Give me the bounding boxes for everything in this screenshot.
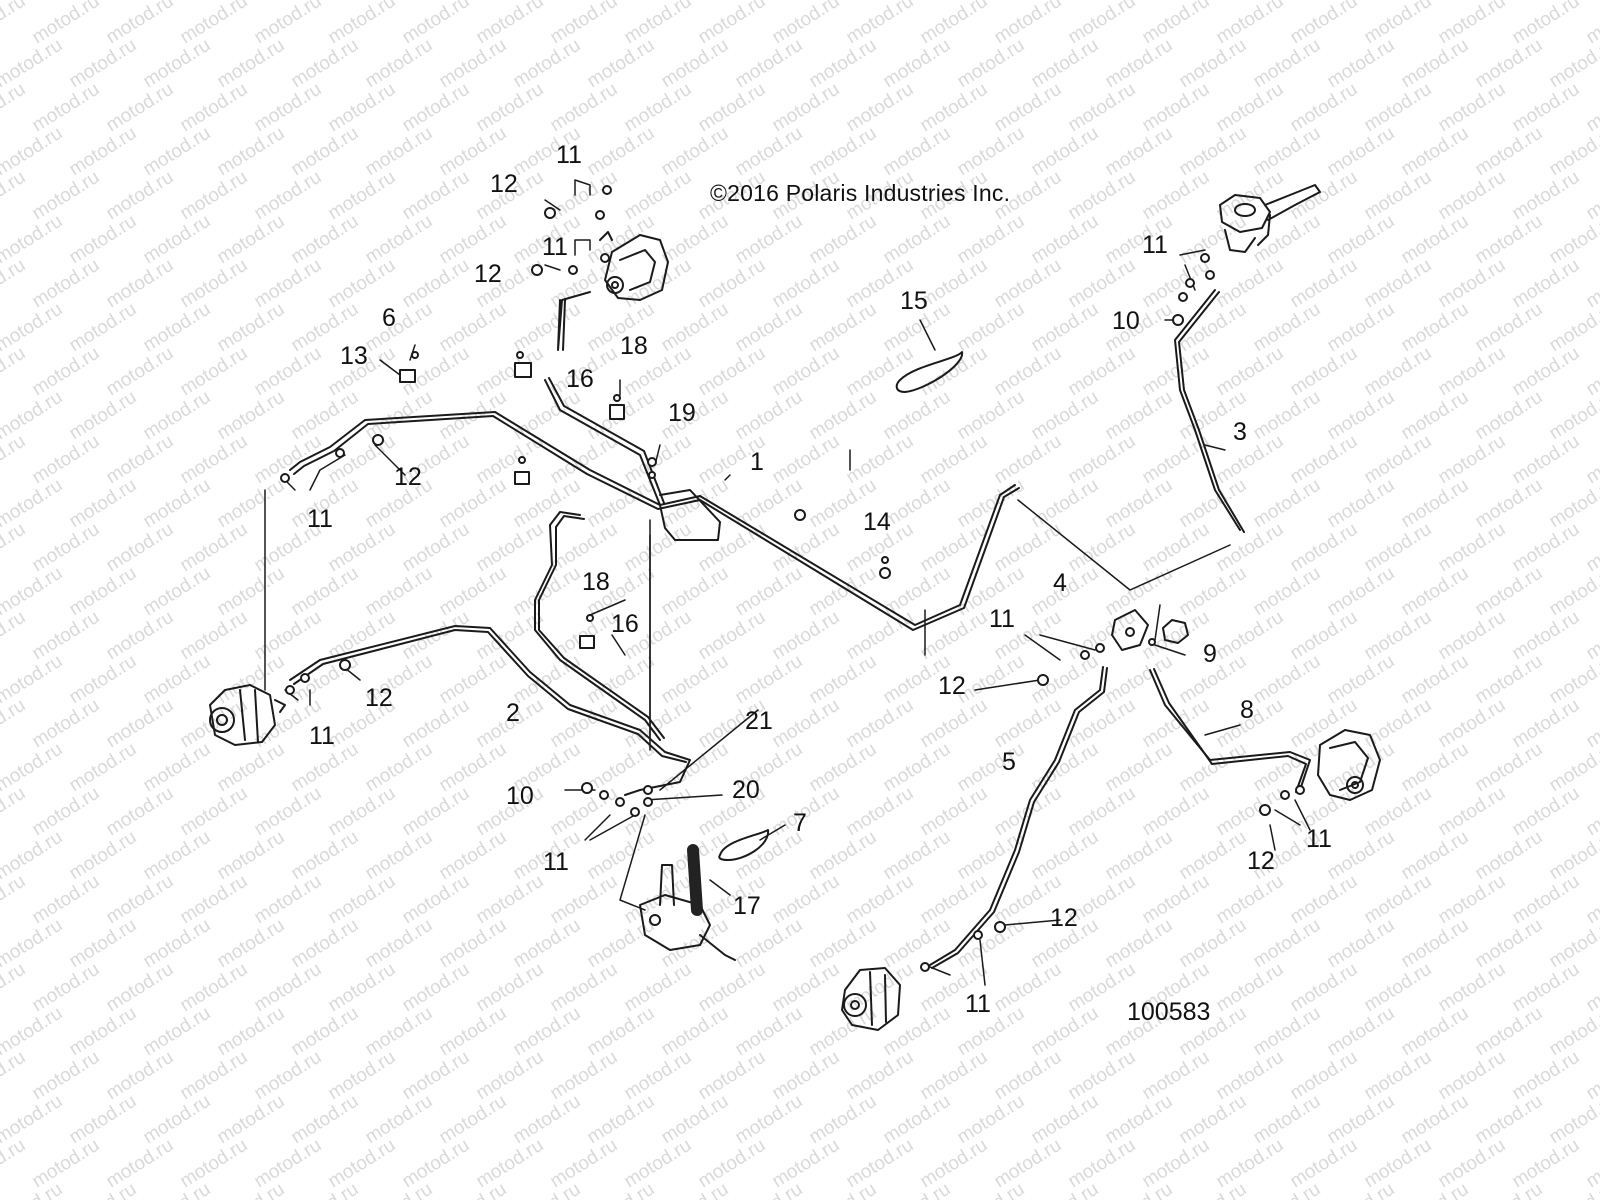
callout-12: 12 xyxy=(1050,904,1078,932)
callout-12: 12 xyxy=(474,260,502,288)
callout-17: 17 xyxy=(733,892,761,920)
caliper-bottom xyxy=(841,967,901,1031)
callout-15: 15 xyxy=(900,287,928,315)
brake-line-5 xyxy=(929,666,1108,969)
callout-11: 11 xyxy=(1306,825,1332,853)
callout-21: 21 xyxy=(745,707,773,735)
callout-10: 10 xyxy=(506,782,534,810)
callout-19: 19 xyxy=(668,399,696,427)
callout-13: 13 xyxy=(340,342,368,370)
hose-17 xyxy=(687,844,703,916)
master-cylinder-lever xyxy=(1219,184,1321,253)
callout-6: 6 xyxy=(382,304,396,332)
copyright-text: ©2016 Polaris Industries Inc. xyxy=(710,180,1011,206)
callout-16: 16 xyxy=(611,610,639,638)
callout-18: 18 xyxy=(620,332,648,360)
callout-11: 11 xyxy=(543,848,569,876)
callout-12: 12 xyxy=(490,170,518,198)
callout-7: 7 xyxy=(793,809,807,837)
callout-4: 4 xyxy=(1053,569,1067,597)
fitting-9 xyxy=(1162,619,1189,644)
brake-line-upper-branch xyxy=(544,291,665,506)
callout-10: 10 xyxy=(1112,307,1140,335)
callout-11: 11 xyxy=(989,605,1015,633)
callout-11: 11 xyxy=(965,990,991,1018)
caliper-front-top xyxy=(599,231,669,301)
callout-11: 11 xyxy=(542,233,568,261)
clip-7 xyxy=(718,829,770,861)
brake-line-3 xyxy=(1174,289,1245,533)
callout-3: 3 xyxy=(1233,418,1247,446)
callout-8: 8 xyxy=(1240,696,1254,724)
callout-18: 18 xyxy=(582,568,610,596)
callout-12: 12 xyxy=(365,684,393,712)
clip-15 xyxy=(895,351,964,393)
callout-12: 12 xyxy=(938,672,966,700)
caliper-left xyxy=(209,684,286,746)
callout-1: 1 xyxy=(750,448,764,476)
junction-block-4 xyxy=(1111,609,1149,651)
brake-line-1 xyxy=(289,411,1020,631)
brake-line-2 xyxy=(289,511,691,796)
leader-lines xyxy=(264,179,1311,986)
callout-20: 20 xyxy=(732,776,760,804)
callout-11: 11 xyxy=(309,722,335,750)
callout-11: 11 xyxy=(556,141,582,169)
callout-11: 11 xyxy=(1142,231,1168,259)
brake-line-8 xyxy=(1149,668,1311,793)
fasteners xyxy=(280,185,1305,972)
caliper-right xyxy=(1317,729,1381,801)
callout-2: 2 xyxy=(506,699,520,727)
master-cylinder-lower xyxy=(639,864,736,961)
callout-11: 11 xyxy=(307,505,333,533)
diagram-number: 100583 xyxy=(1127,998,1211,1026)
callout-12: 12 xyxy=(394,463,422,491)
callout-5: 5 xyxy=(1002,748,1016,776)
callout-12: 12 xyxy=(1247,847,1275,875)
callout-16: 16 xyxy=(566,365,594,393)
callout-9: 9 xyxy=(1203,640,1217,668)
callout-14: 14 xyxy=(863,508,891,536)
